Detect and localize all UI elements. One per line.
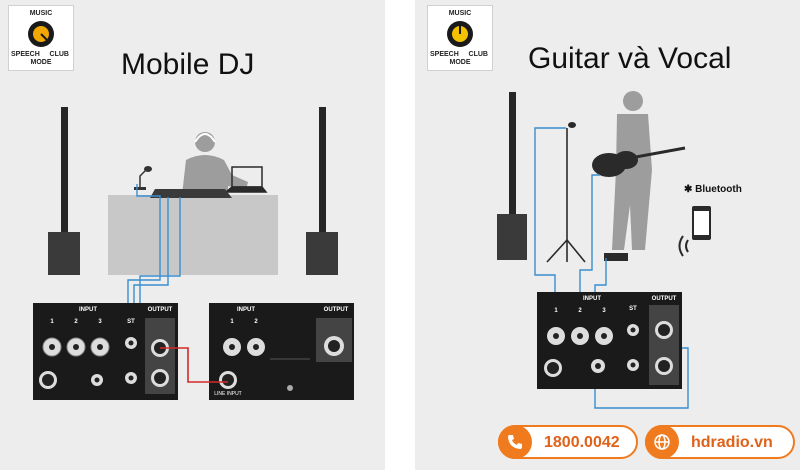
guitarist-figure bbox=[612, 91, 652, 250]
line-input-label: LINE INPUT bbox=[214, 391, 242, 397]
website-url: hdradio.vn bbox=[691, 434, 773, 451]
foot-switch-pedal bbox=[604, 253, 628, 261]
left-mixer-panel: INPUT OUTPUT 1 2 3 ST bbox=[33, 303, 178, 400]
dj-headphones bbox=[194, 133, 216, 143]
left-mixer-ch3-number: 3 bbox=[98, 319, 102, 325]
left-mode-badge: MUSIC SPEECH CLUB MODE bbox=[8, 5, 74, 71]
dj-table bbox=[108, 195, 278, 275]
badge-music-label: MUSIC bbox=[448, 10, 472, 17]
laptop-icon bbox=[223, 166, 268, 193]
bluetooth-label: ✱ Bluetooth bbox=[684, 184, 742, 195]
guitar-vocal-panel bbox=[415, 0, 800, 470]
mode-knob-icon bbox=[447, 21, 473, 47]
second-mixer-input-header: INPUT bbox=[237, 307, 255, 313]
left-mixer-st-label: ST bbox=[127, 319, 135, 325]
mobile-dj-title: Mobile DJ bbox=[121, 48, 255, 81]
second-mixer-output-header: OUTPUT bbox=[324, 307, 349, 313]
right-mixer-input-header: INPUT bbox=[583, 296, 601, 302]
left-second-mixer-panel: INPUT OUTPUT 1 2 LINE INPUT bbox=[209, 303, 354, 400]
badge-speech-label: SPEECH bbox=[430, 51, 459, 58]
badge-club-label: CLUB bbox=[49, 51, 69, 58]
right-column-speaker bbox=[319, 107, 326, 235]
badge-speech-label: SPEECH bbox=[11, 51, 40, 58]
right-mixer-panel: INPUT OUTPUT 1 2 3 ST bbox=[537, 292, 682, 389]
dj-controller bbox=[150, 189, 232, 198]
bluetooth-text: Bluetooth bbox=[695, 184, 742, 195]
right-mixer-ch3-number: 3 bbox=[602, 308, 606, 314]
right-mixer-ch2-number: 2 bbox=[578, 308, 582, 314]
smartphone-icon bbox=[692, 206, 711, 240]
left-mixer-ch1-number: 1 bbox=[50, 319, 54, 325]
guitar-vocal-title: Guitar và Vocal bbox=[528, 42, 732, 75]
acoustic-guitar-icon bbox=[592, 146, 686, 177]
right-mixer-st-label: ST bbox=[629, 306, 637, 312]
badge-mode-label: MODE bbox=[30, 59, 52, 66]
right-mixer-output-header: OUTPUT bbox=[652, 296, 677, 302]
mic-stand bbox=[546, 128, 586, 263]
right-mixer-ch1-number: 1 bbox=[554, 308, 558, 314]
right-mode-badge: MUSIC SPEECH CLUB MODE bbox=[427, 5, 493, 71]
second-mixer-ch1-number: 1 bbox=[230, 319, 234, 325]
phone-icon bbox=[498, 425, 532, 459]
badge-music-label: MUSIC bbox=[29, 10, 53, 17]
right-subwoofer bbox=[306, 232, 338, 275]
badge-mode-label: MODE bbox=[449, 59, 471, 66]
badge-club-label: CLUB bbox=[468, 51, 488, 58]
mode-knob-icon bbox=[28, 21, 54, 47]
second-mixer-ch2-number: 2 bbox=[254, 319, 258, 325]
phone-contact-button[interactable]: 1800.0042 bbox=[498, 425, 638, 459]
left-column-speaker bbox=[61, 107, 68, 235]
phone-number: 1800.0042 bbox=[544, 434, 620, 451]
left-subwoofer bbox=[48, 232, 80, 275]
left-mixer-output-header: OUTPUT bbox=[148, 307, 173, 313]
vocal-microphone-icon bbox=[568, 122, 576, 128]
red-link-cable bbox=[160, 347, 228, 383]
website-contact-button[interactable]: hdradio.vn bbox=[645, 425, 795, 459]
left-mixer-ch2-number: 2 bbox=[74, 319, 78, 325]
globe-icon bbox=[645, 425, 679, 459]
left-mixer-input-header: INPUT bbox=[79, 307, 97, 313]
guitar-subwoofer bbox=[497, 214, 527, 260]
guitar-column-speaker bbox=[509, 92, 516, 222]
bluetooth-icon: ✱ bbox=[684, 184, 696, 195]
dj-microphone bbox=[139, 169, 147, 188]
wireless-waves-icon bbox=[678, 235, 689, 257]
